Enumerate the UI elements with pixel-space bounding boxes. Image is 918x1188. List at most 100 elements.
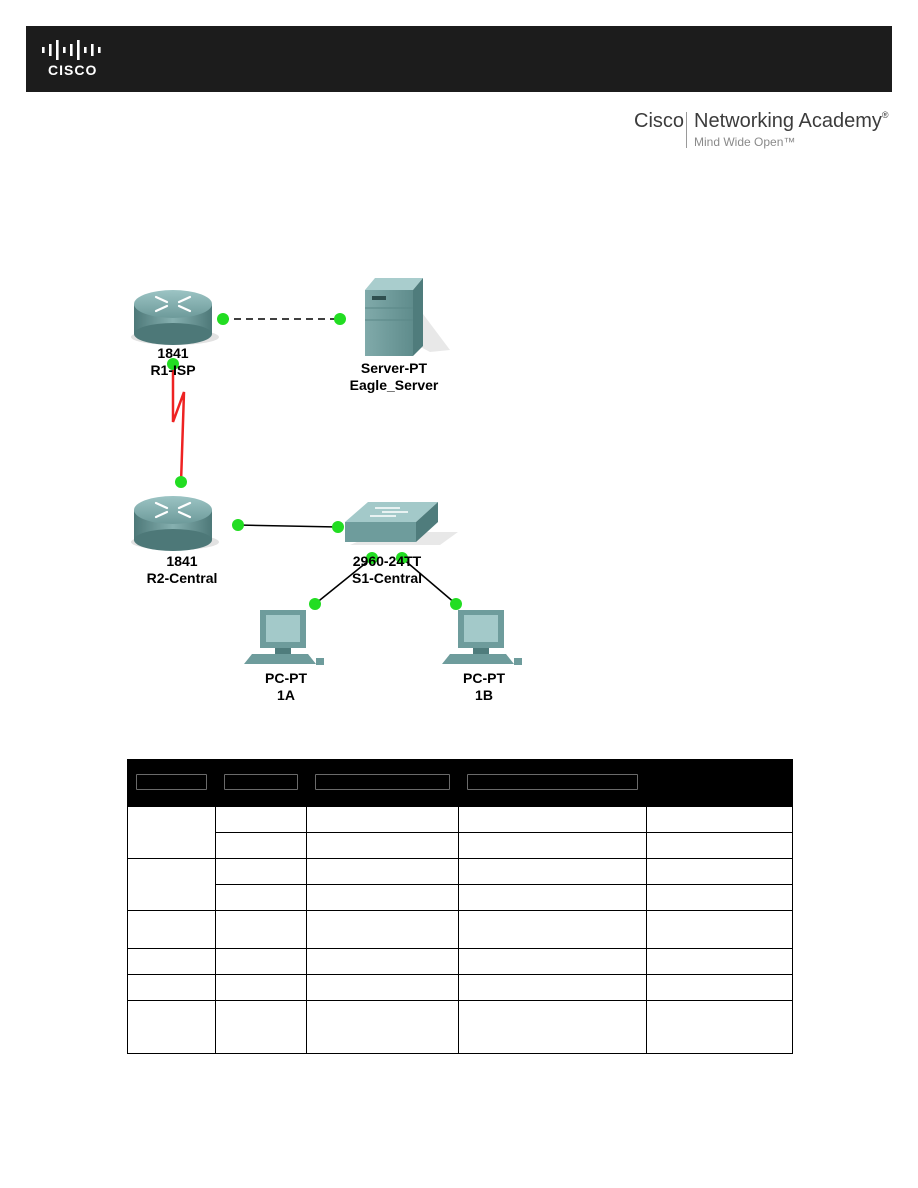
- cisco-wordmark: CISCO: [48, 62, 98, 78]
- table-cell: [215, 832, 307, 859]
- table-cell: [458, 884, 647, 911]
- topology-canvas: [131, 278, 522, 665]
- table-row: [128, 884, 793, 911]
- academy-product: Networking Academy®: [694, 110, 889, 133]
- link-light: [175, 476, 187, 488]
- table-cell: [646, 884, 793, 911]
- table-cell: [127, 1000, 216, 1054]
- table-cell: [306, 832, 459, 859]
- link-light: [167, 358, 179, 370]
- table-header-cell: [306, 759, 459, 807]
- table-cell: [306, 1000, 459, 1054]
- table-cell: [646, 948, 793, 975]
- link-r1-r2-serial: [171, 364, 186, 484]
- table-cell: [646, 806, 793, 833]
- table-cell: [127, 858, 216, 911]
- table-cell: [458, 948, 647, 975]
- table-cell: [306, 974, 459, 1001]
- device-model: PC-PT: [265, 670, 307, 686]
- device-label-r2: 1841 R2-Central: [147, 553, 218, 587]
- table-cell: [458, 1000, 647, 1054]
- table-cell: [215, 884, 307, 911]
- device-label-pc1a: PC-PT 1A: [265, 670, 307, 704]
- link-light: [217, 313, 229, 325]
- cisco-bars-icon: [42, 40, 101, 60]
- server-icon[interactable]: [365, 278, 450, 356]
- table-row: [127, 910, 793, 949]
- device-model: Server-PT: [360, 360, 428, 376]
- device-model: 1841: [157, 345, 189, 361]
- academy-divider: [686, 112, 687, 148]
- link-s1-pc1b: [401, 557, 457, 605]
- addressing-table: [127, 759, 793, 1054]
- table-cell: [458, 806, 647, 833]
- table-cell: [646, 910, 793, 949]
- table-cell: [458, 832, 647, 859]
- device-label-pc1b: PC-PT 1B: [463, 670, 505, 704]
- link-light: [309, 598, 321, 610]
- table-cell: [458, 910, 647, 949]
- link-s1-pc1a: [314, 557, 373, 605]
- table-row: [127, 1000, 793, 1054]
- table-row: [128, 832, 793, 859]
- table-header-row: [127, 759, 793, 807]
- table-row: [127, 974, 793, 1001]
- table-cell: [215, 974, 307, 1001]
- router-icon[interactable]: [131, 290, 219, 345]
- link-light: [332, 521, 344, 533]
- device-label-r1: 1841 R1-ISP: [150, 345, 195, 379]
- header-bar: CISCO: [26, 26, 892, 92]
- table-cell: [127, 974, 216, 1001]
- link-r2-s1: [237, 524, 339, 528]
- table-cell: [306, 910, 459, 949]
- link-light: [396, 552, 408, 564]
- link-light: [450, 598, 462, 610]
- table-cell: [215, 858, 307, 885]
- device-model: PC-PT: [463, 670, 505, 686]
- table-header-cell: [458, 759, 647, 807]
- cisco-logo: CISCO: [40, 40, 110, 80]
- academy-tagline: Mind Wide Open™: [694, 135, 796, 149]
- table-cell: [646, 832, 793, 859]
- table-header-cell: [215, 759, 307, 807]
- table-cell: [306, 884, 459, 911]
- device-name: R1-ISP: [150, 362, 196, 378]
- pc-icon[interactable]: [442, 610, 522, 665]
- table-cell: [127, 910, 216, 949]
- table-cell: [646, 1000, 793, 1054]
- academy-product-name: Networking Academy: [694, 110, 882, 132]
- device-label-server: Server-PT Eagle_Server: [350, 360, 439, 394]
- table-header-cell: [646, 759, 793, 807]
- switch-icon[interactable]: [345, 502, 458, 545]
- table-cell: [306, 806, 459, 833]
- link-light: [366, 552, 378, 564]
- table-cell: [306, 858, 459, 885]
- device-name: R2-Central: [146, 570, 218, 586]
- table-cell: [215, 806, 307, 833]
- table-header-cell: [127, 759, 216, 807]
- device-label-s1: 2960-24TT S1-Central: [352, 553, 422, 587]
- table-cell: [646, 858, 793, 885]
- pc-icon[interactable]: [244, 610, 324, 665]
- device-name: S1-Central: [351, 570, 423, 586]
- device-name: 1A: [277, 687, 295, 703]
- networking-academy-logo: Cisco Networking Academy® Mind Wide Open…: [634, 108, 890, 152]
- device-model: 1841: [166, 553, 198, 569]
- network-topology: 1841 R1-ISP Server-PT Eagle_Server 1841 …: [120, 270, 560, 720]
- table-cell: [215, 948, 307, 975]
- registered-mark: ®: [881, 110, 889, 120]
- table-cell: [127, 948, 216, 975]
- table-cell: [646, 974, 793, 1001]
- table-row: [127, 858, 793, 911]
- table-cell: [215, 1000, 307, 1054]
- table-row: [127, 806, 793, 859]
- table-cell: [458, 858, 647, 885]
- link-lights: [167, 313, 462, 610]
- link-light: [334, 313, 346, 325]
- table-cell: [306, 948, 459, 975]
- table-cell: [215, 910, 307, 949]
- table-cell: [458, 974, 647, 1001]
- academy-brand: Cisco: [634, 110, 685, 132]
- device-name: Eagle_Server: [349, 377, 439, 393]
- router-icon[interactable]: [131, 496, 219, 551]
